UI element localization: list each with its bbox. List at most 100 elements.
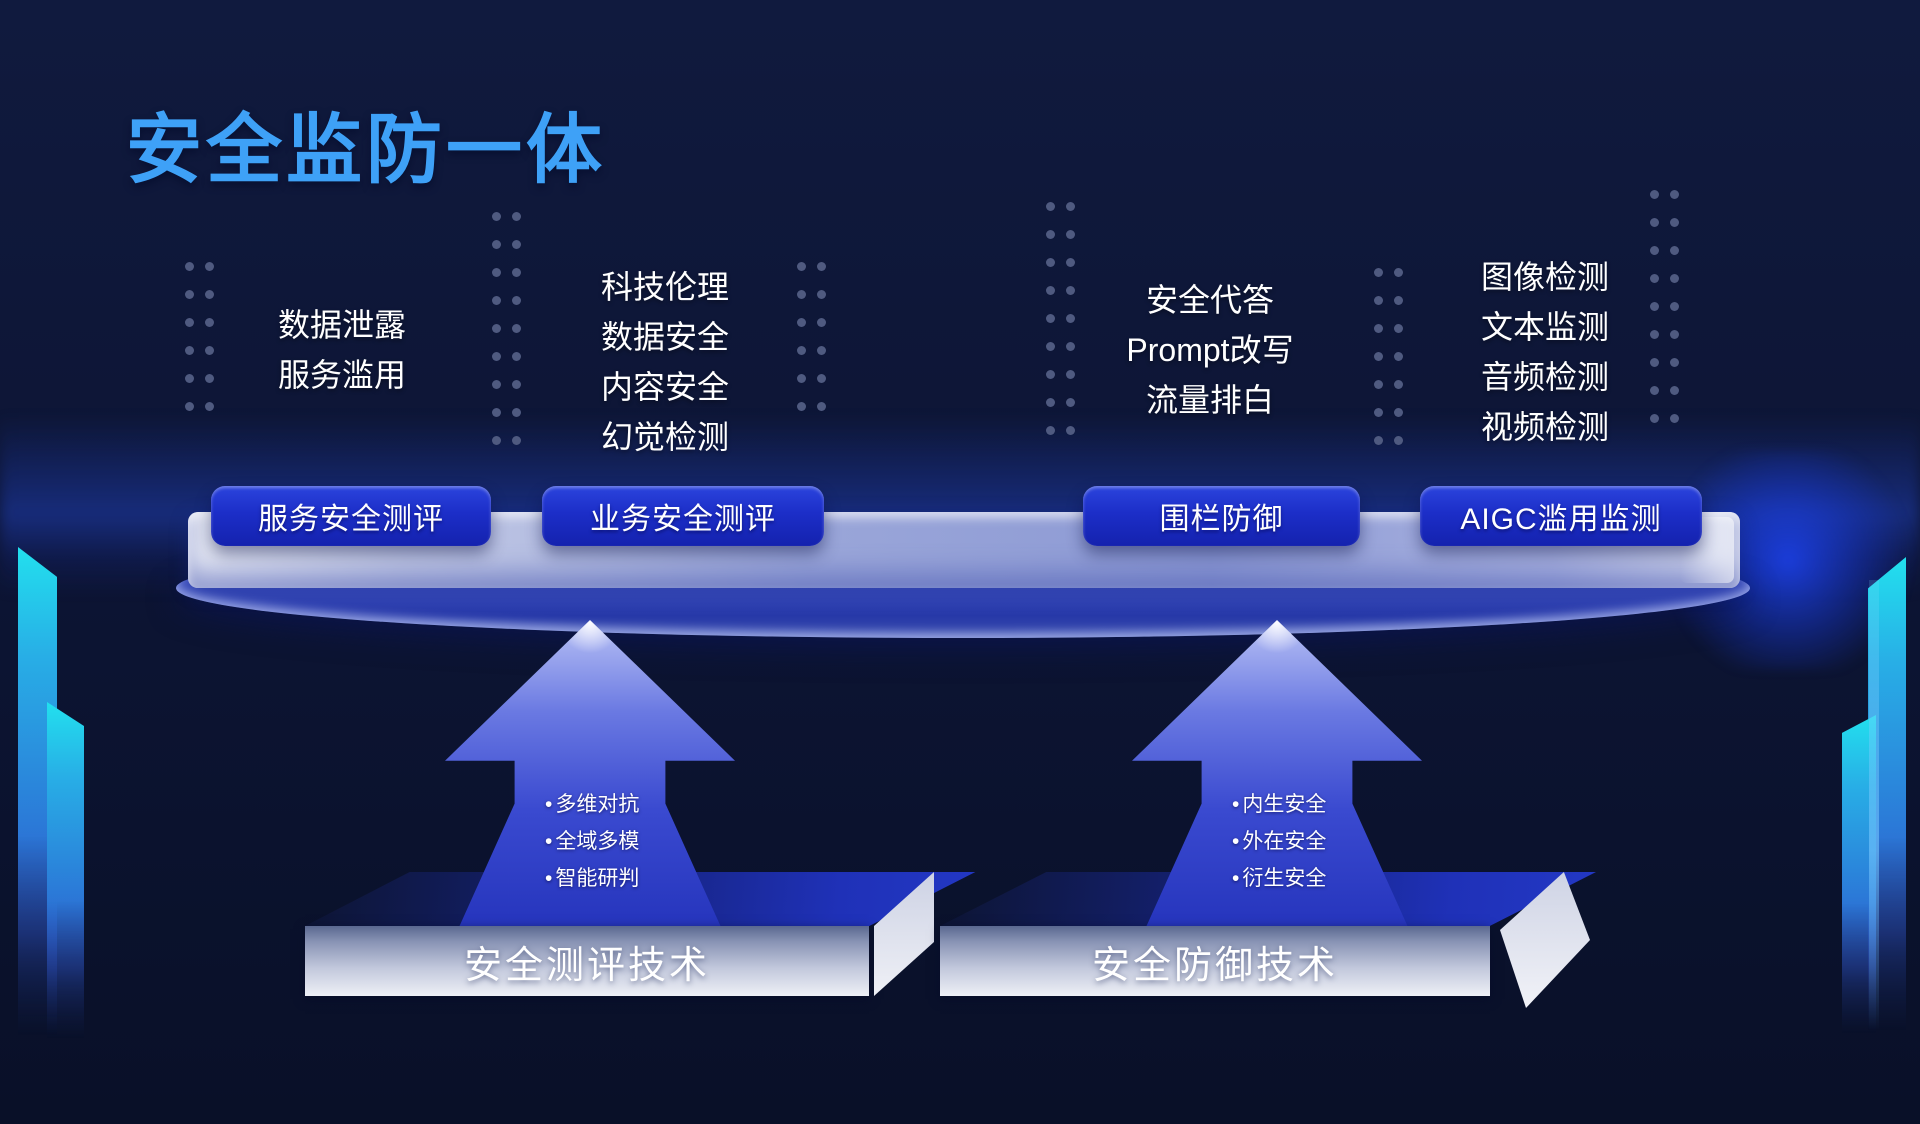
decor-dot (1394, 324, 1403, 333)
decor-dot (1066, 258, 1075, 267)
decor-dot (492, 324, 501, 333)
decor-dot (492, 296, 501, 305)
threat-line: Prompt改写 (1126, 332, 1294, 368)
decor-dot (1046, 286, 1055, 295)
decor-dot (797, 374, 806, 383)
decor-dot (492, 240, 501, 249)
decor-dot (1670, 330, 1679, 339)
decor-dot (185, 318, 194, 327)
decor-dot (1670, 414, 1679, 423)
button-label: AIGC滥用监测 (1460, 503, 1662, 536)
decor-dot (1394, 408, 1403, 417)
threat-group-model-risks: 科技伦理 数据安全 内容安全 幻觉检测 (601, 262, 729, 462)
decor-dot (512, 324, 521, 333)
decor-dot (1066, 202, 1075, 211)
threat-line: 数据泄露 (277, 307, 407, 343)
dot-grid-2 (492, 212, 521, 445)
decor-dot (185, 402, 194, 411)
decor-dot (817, 290, 826, 299)
decor-dot (817, 318, 826, 327)
decor-dot (1066, 286, 1075, 295)
decor-dot (1394, 380, 1403, 389)
decor-dot (492, 436, 501, 445)
decor-dot (817, 374, 826, 383)
dot-grid-5 (1374, 268, 1403, 445)
decor-dot (1066, 370, 1075, 379)
arrow-defense-bullets: 内生安全 外在安全 衍生安全 (1232, 786, 1326, 897)
threat-line: 音频检测 (1480, 359, 1610, 395)
decor-dot (512, 436, 521, 445)
decor-dot (1650, 190, 1659, 199)
bullet-item: 外在安全 (1232, 823, 1326, 860)
button-aigc-abuse-monitor: AIGC滥用监测 (1420, 486, 1702, 546)
button-business-security-eval: 业务安全测评 (542, 486, 824, 546)
decor-pillar-left-short (47, 702, 84, 1045)
decor-dot (1650, 330, 1659, 339)
decor-dot (1374, 296, 1383, 305)
dot-grid-1 (185, 262, 214, 411)
decor-dot (185, 290, 194, 299)
decor-dot (1046, 370, 1055, 379)
threat-line: 服务滥用 (277, 357, 407, 393)
decor-dot (492, 212, 501, 221)
decor-dot (1374, 408, 1383, 417)
decor-dot (1650, 246, 1659, 255)
decor-dot (512, 240, 521, 249)
decor-dot (492, 352, 501, 361)
decor-dot (1394, 436, 1403, 445)
decor-dot (797, 318, 806, 327)
decor-dot (817, 262, 826, 271)
decor-dot (1650, 386, 1659, 395)
decor-dot (185, 346, 194, 355)
threat-line: 科技伦理 (600, 269, 730, 305)
button-service-security-eval: 服务安全测评 (211, 486, 491, 546)
decor-dot (512, 212, 521, 221)
decor-dot (512, 380, 521, 389)
decor-dot (492, 268, 501, 277)
decor-dot (512, 296, 521, 305)
decor-dot (205, 374, 214, 383)
decor-dot (1374, 268, 1383, 277)
threat-line: 数据安全 (600, 319, 730, 355)
button-label: 围栏防御 (1159, 503, 1284, 536)
decor-dot (205, 262, 214, 271)
threat-line: 内容安全 (600, 369, 730, 405)
decor-dot (1650, 414, 1659, 423)
decor-dot (1374, 436, 1383, 445)
decor-dot (1066, 398, 1075, 407)
decor-dot (1650, 218, 1659, 227)
platform-label: 安全防御技术 (1091, 944, 1338, 987)
decor-dot (1066, 342, 1075, 351)
decor-pillar-right-highlight (1869, 580, 1879, 1030)
decor-dot (1046, 426, 1055, 435)
decor-dot (797, 262, 806, 271)
decor-dot (205, 346, 214, 355)
decor-dot (185, 374, 194, 383)
decor-dot (1670, 218, 1679, 227)
bullet-item: 内生安全 (1232, 786, 1326, 823)
platform-defense-tech: 安全防御技术 (940, 926, 1490, 996)
threat-line: 流量排白 (1145, 382, 1274, 418)
dot-grid-4 (1046, 202, 1075, 435)
decor-dot (1394, 268, 1403, 277)
decor-dot (205, 402, 214, 411)
decor-dot (1650, 302, 1659, 311)
platform-label: 安全测评技术 (463, 944, 710, 987)
threat-group-service-risks: 数据泄露 服务滥用 (278, 300, 406, 400)
dot-grid-3 (797, 262, 826, 411)
threat-line: 幻觉检测 (600, 419, 730, 455)
decor-dot (1670, 302, 1679, 311)
page-title: 安全监防一体 (126, 108, 606, 193)
button-label: 业务安全测评 (590, 503, 776, 536)
threat-line: 安全代答 (1145, 282, 1274, 318)
decor-dot (205, 290, 214, 299)
decor-dot (817, 402, 826, 411)
decor-dot (1374, 380, 1383, 389)
decor-dot (1670, 190, 1679, 199)
decor-dot (1650, 274, 1659, 283)
threat-line: 视频检测 (1480, 409, 1610, 445)
decor-dot (1670, 274, 1679, 283)
decor-dot (512, 268, 521, 277)
threat-group-aigc-detections: 图像检测 文本监测 音频检测 视频检测 (1481, 252, 1609, 452)
decor-dot (797, 346, 806, 355)
